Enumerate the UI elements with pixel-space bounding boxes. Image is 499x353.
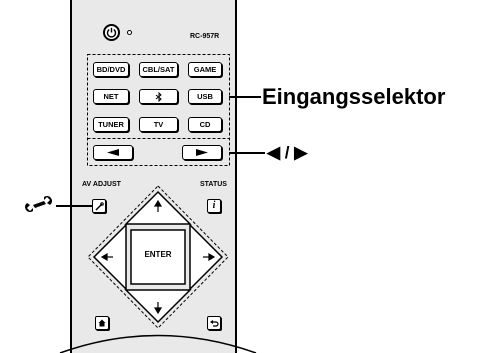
power-icon	[106, 27, 117, 38]
input-button-cbl-sat[interactable]: CBL/SAT	[139, 62, 178, 77]
dpad-dashed-outline	[87, 185, 229, 329]
enter-button[interactable]: ENTER	[144, 250, 172, 259]
input-button-bluetooth[interactable]	[139, 89, 178, 104]
input-button-bd-dvd[interactable]: BD/DVD	[93, 62, 129, 77]
dpad-arrows	[100, 199, 216, 315]
enter-shape	[130, 229, 186, 285]
av-adjust-button[interactable]	[92, 199, 106, 213]
input-button-cd[interactable]: CD	[188, 117, 222, 132]
indicator-led	[127, 30, 132, 35]
input-button-usb[interactable]: USB	[188, 89, 222, 104]
info-icon: i	[212, 200, 216, 211]
input-selector-callout: Eingangsselektor	[262, 84, 446, 109]
return-button[interactable]	[207, 316, 221, 330]
wrench-icon	[94, 201, 104, 211]
av-adjust-label: AV ADJUST	[82, 181, 121, 188]
bluetooth-icon	[155, 91, 162, 102]
power-button[interactable]	[103, 24, 120, 41]
left-arrow-button[interactable]	[93, 145, 133, 160]
model-label: RC-957R	[190, 33, 220, 40]
home-icon	[98, 319, 106, 327]
remote-bottom-curve	[59, 334, 257, 353]
left-triangle-icon	[107, 149, 119, 156]
input-button-net[interactable]: NET	[93, 89, 129, 104]
input-button-tuner[interactable]: TUNER	[93, 117, 129, 132]
right-triangle-icon	[196, 149, 208, 156]
return-icon	[209, 320, 219, 327]
status-button[interactable]: i	[207, 199, 221, 213]
home-button[interactable]	[95, 316, 109, 330]
arrows-callout: ◀ / ▶	[267, 143, 308, 162]
wrench-callout-icon	[24, 195, 53, 213]
right-arrow-button[interactable]	[182, 145, 222, 160]
input-button-game[interactable]: GAME	[188, 62, 222, 77]
input-group-box	[87, 54, 230, 166]
input-button-tv[interactable]: TV	[139, 117, 178, 132]
status-label: STATUS	[200, 181, 227, 188]
